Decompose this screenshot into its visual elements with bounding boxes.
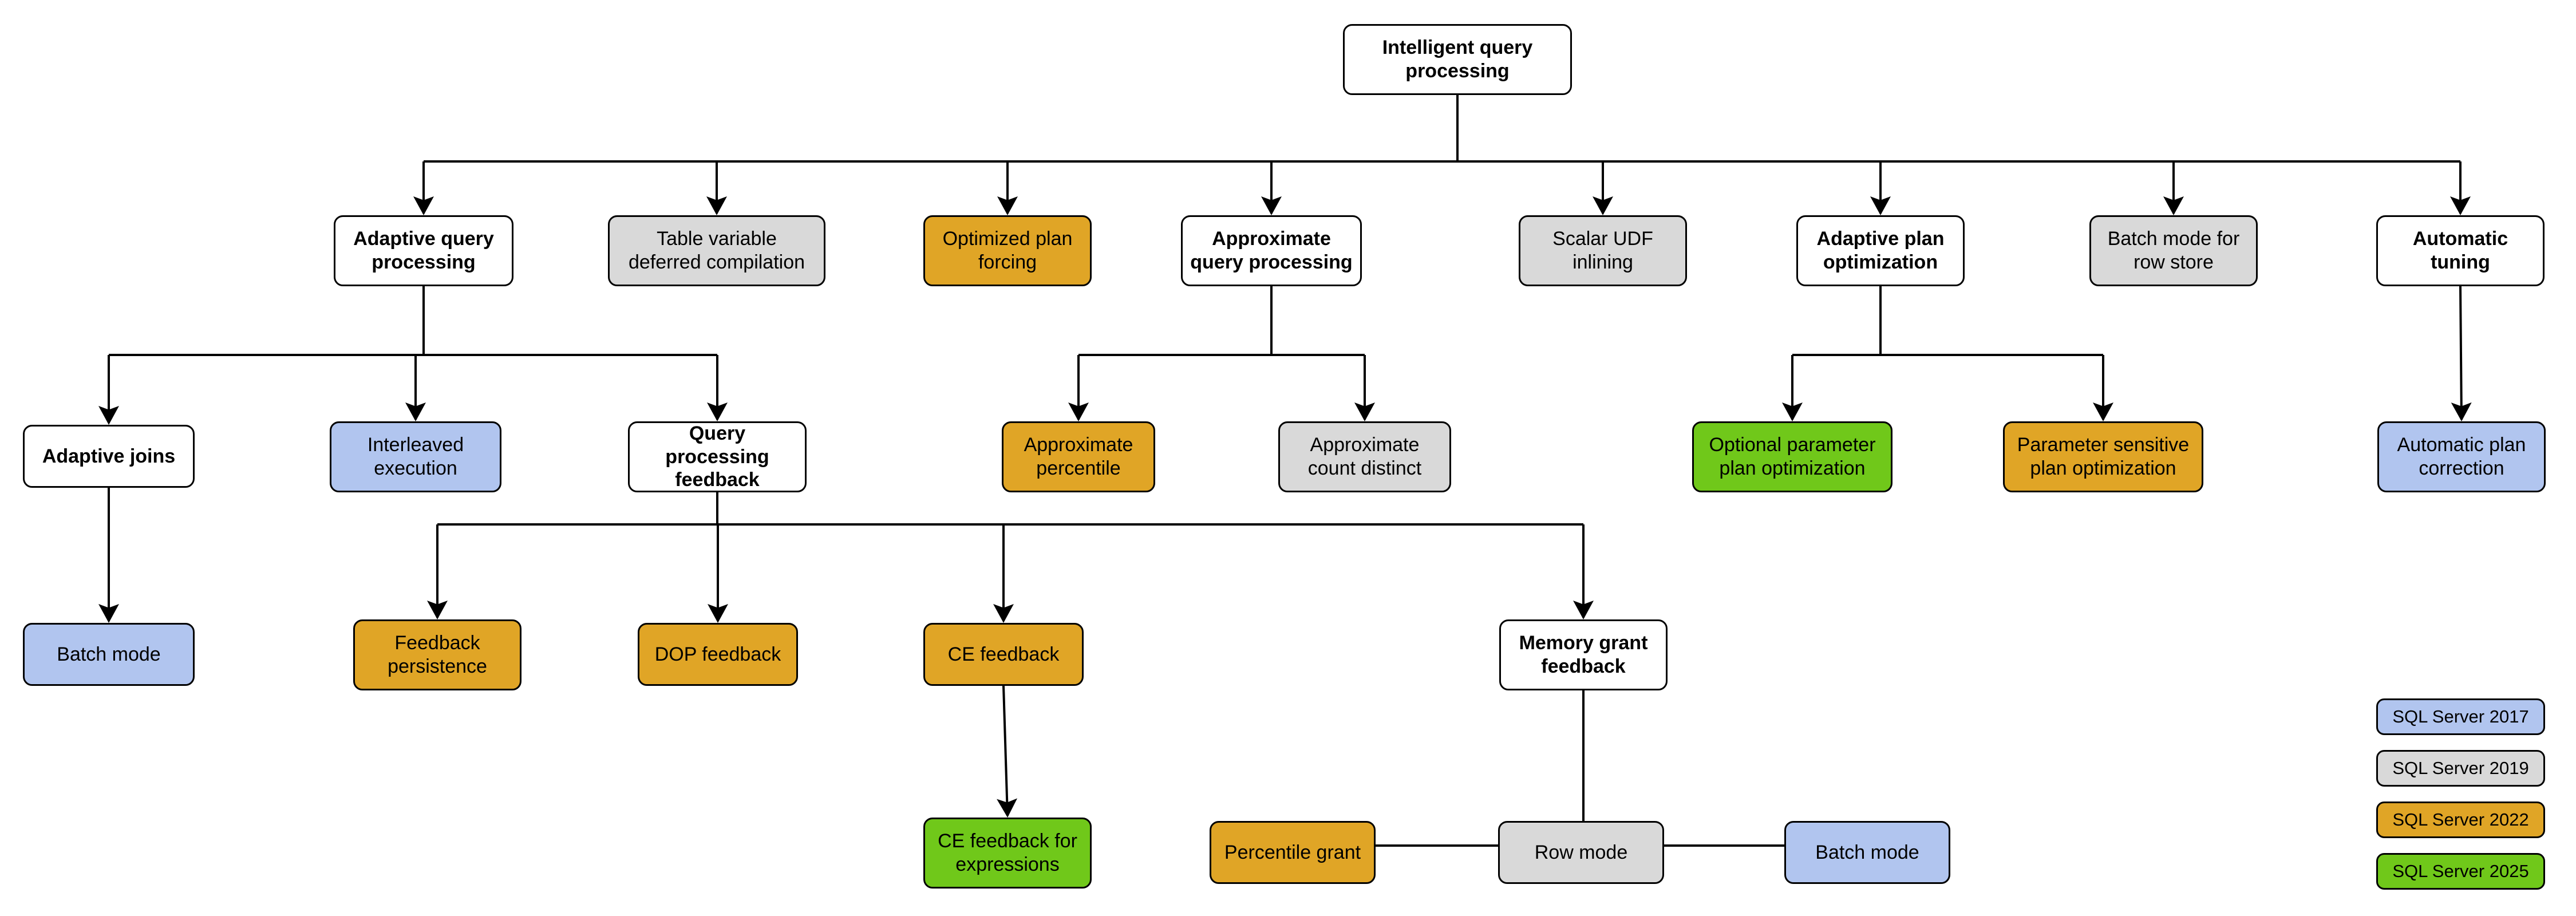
connector	[2451, 286, 2472, 421]
node-qpf[interactable]: Query processing feedback	[628, 421, 807, 492]
legend-item-sql-server-2022: SQL Server 2022	[2376, 802, 2545, 838]
node-pspo[interactable]: Parameter sensitive plan optimization	[2003, 421, 2203, 492]
node-aqp[interactable]: Adaptive query processing	[334, 215, 513, 286]
node-bmrs[interactable]: Batch mode for row store	[2089, 215, 2258, 286]
node-autotune[interactable]: Automatic tuning	[2376, 215, 2545, 286]
node-mgf[interactable]: Memory grant feedback	[1499, 619, 1668, 690]
node-dopfb[interactable]: DOP feedback	[638, 623, 798, 686]
legend-item-sql-server-2025: SQL Server 2025	[2376, 853, 2545, 890]
node-apo[interactable]: Adaptive plan optimization	[1796, 215, 1965, 286]
node-sudf[interactable]: Scalar UDF inlining	[1519, 215, 1687, 286]
node-ajoins[interactable]: Adaptive joins	[23, 425, 195, 488]
node-interleaved[interactable]: Interleaved execution	[330, 421, 501, 492]
node-appct[interactable]: Approximate percentile	[1002, 421, 1155, 492]
node-pctgrant[interactable]: Percentile grant	[1210, 821, 1376, 884]
node-batchmode1[interactable]: Batch mode	[23, 623, 195, 686]
node-opf[interactable]: Optimized plan forcing	[923, 215, 1092, 286]
connector	[997, 685, 1018, 818]
legend-item-sql-server-2017: SQL Server 2017	[2376, 698, 2545, 735]
node-rowmode[interactable]: Row mode	[1498, 821, 1664, 884]
node-acd[interactable]: Approximate count distinct	[1278, 421, 1451, 492]
node-apc[interactable]: Automatic plan correction	[2377, 421, 2546, 492]
node-cefb[interactable]: CE feedback	[923, 623, 1084, 686]
node-root[interactable]: Intelligent query processing	[1343, 24, 1572, 95]
node-cefbexpr[interactable]: CE feedback for expressions	[923, 818, 1092, 889]
legend-item-sql-server-2019: SQL Server 2019	[2376, 750, 2545, 787]
node-batchmode2[interactable]: Batch mode	[1784, 821, 1950, 884]
node-oppo[interactable]: Optional parameter plan optimization	[1692, 421, 1893, 492]
node-tvdc[interactable]: Table variable deferred compilation	[608, 215, 825, 286]
node-apq[interactable]: Approximate query processing	[1181, 215, 1362, 286]
node-fbpersist[interactable]: Feedback persistence	[353, 619, 521, 690]
